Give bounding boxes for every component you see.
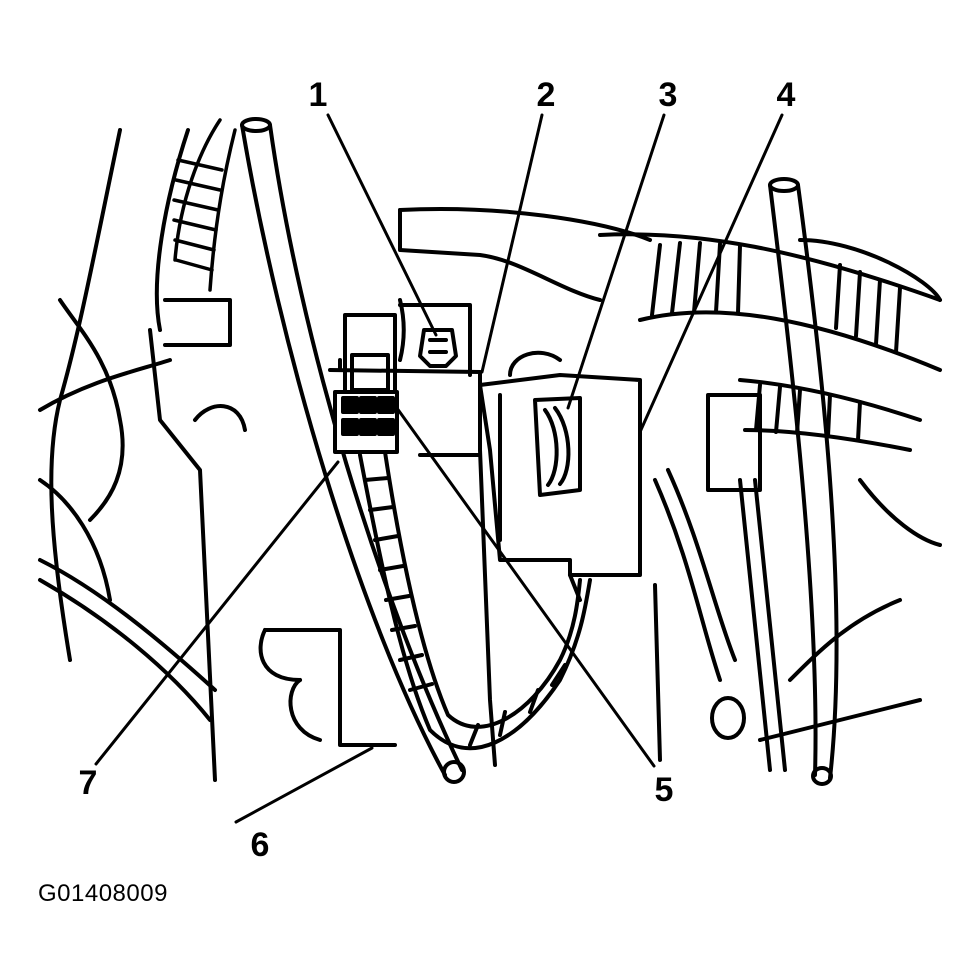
right-side-components: [655, 395, 940, 770]
callout-7: 7: [78, 764, 98, 802]
vacuum-tube-right: [770, 179, 837, 784]
central-bracket: [261, 209, 650, 765]
callout-4: 4: [776, 76, 796, 114]
callout-2: 2: [536, 76, 556, 114]
callout-leader-lines: [96, 115, 782, 822]
callout-3: 3: [658, 76, 678, 114]
electrical-connector-small: [335, 315, 397, 452]
callout-5: 5: [654, 771, 674, 809]
sensor-connector: [480, 353, 640, 600]
left-body-panel: [40, 130, 245, 780]
figure-id-label: G01408009: [38, 880, 168, 907]
callout-6: 6: [250, 826, 270, 864]
callout-1: 1: [308, 76, 328, 114]
wire-harness-corrugated: [360, 452, 590, 748]
bolt: [420, 330, 456, 366]
main-wire-harness: [600, 234, 940, 450]
coiled-harness-left: [174, 120, 235, 290]
